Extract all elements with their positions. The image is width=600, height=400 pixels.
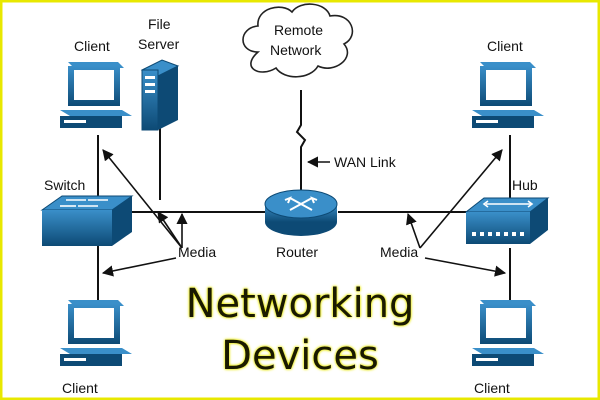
client-pc-icon-top-left xyxy=(60,62,132,128)
arrow-media-to-client xyxy=(102,149,183,249)
arrow-media-to-switch-client xyxy=(101,257,177,277)
label-media-right: Media xyxy=(380,244,419,260)
label-media-left: Media xyxy=(178,244,217,260)
label-wan-link: WAN Link xyxy=(334,154,396,170)
client-pc-icon-top-right xyxy=(472,62,544,128)
connection-lines xyxy=(97,90,511,300)
arrow-media-to-right-client xyxy=(419,149,503,249)
label-file-server-line1: File xyxy=(148,16,171,32)
label-client-top-left: Client xyxy=(74,38,110,54)
label-client-bottom-left: Client xyxy=(62,380,98,396)
label-hub: Hub xyxy=(512,177,538,193)
client-pc-icon-bottom-left xyxy=(60,300,132,366)
title-line-1: Networking xyxy=(185,281,415,327)
file-server-icon xyxy=(140,59,180,131)
arrows xyxy=(101,149,507,277)
label-client-top-right: Client xyxy=(487,38,523,54)
switch-icon xyxy=(40,195,134,246)
arrow-media-to-hub-client xyxy=(424,257,507,277)
title-line-2: Devices xyxy=(221,333,379,379)
hub-icon xyxy=(464,197,550,244)
label-remote-network-line2: Network xyxy=(270,42,322,58)
client-pc-icon-bottom-right xyxy=(472,300,544,366)
arrow-media-to-server-line xyxy=(157,211,183,249)
label-router: Router xyxy=(276,244,319,260)
arrow-media-to-router-hub-link xyxy=(406,212,421,249)
wan-link-line xyxy=(295,90,307,190)
label-switch: Switch xyxy=(44,177,86,193)
label-file-server-line2: Server xyxy=(138,36,180,52)
router-icon xyxy=(264,189,338,236)
label-remote-network-line1: Remote xyxy=(274,22,324,38)
cloud-icon xyxy=(242,3,354,78)
label-client-bottom-right: Client xyxy=(474,380,510,396)
